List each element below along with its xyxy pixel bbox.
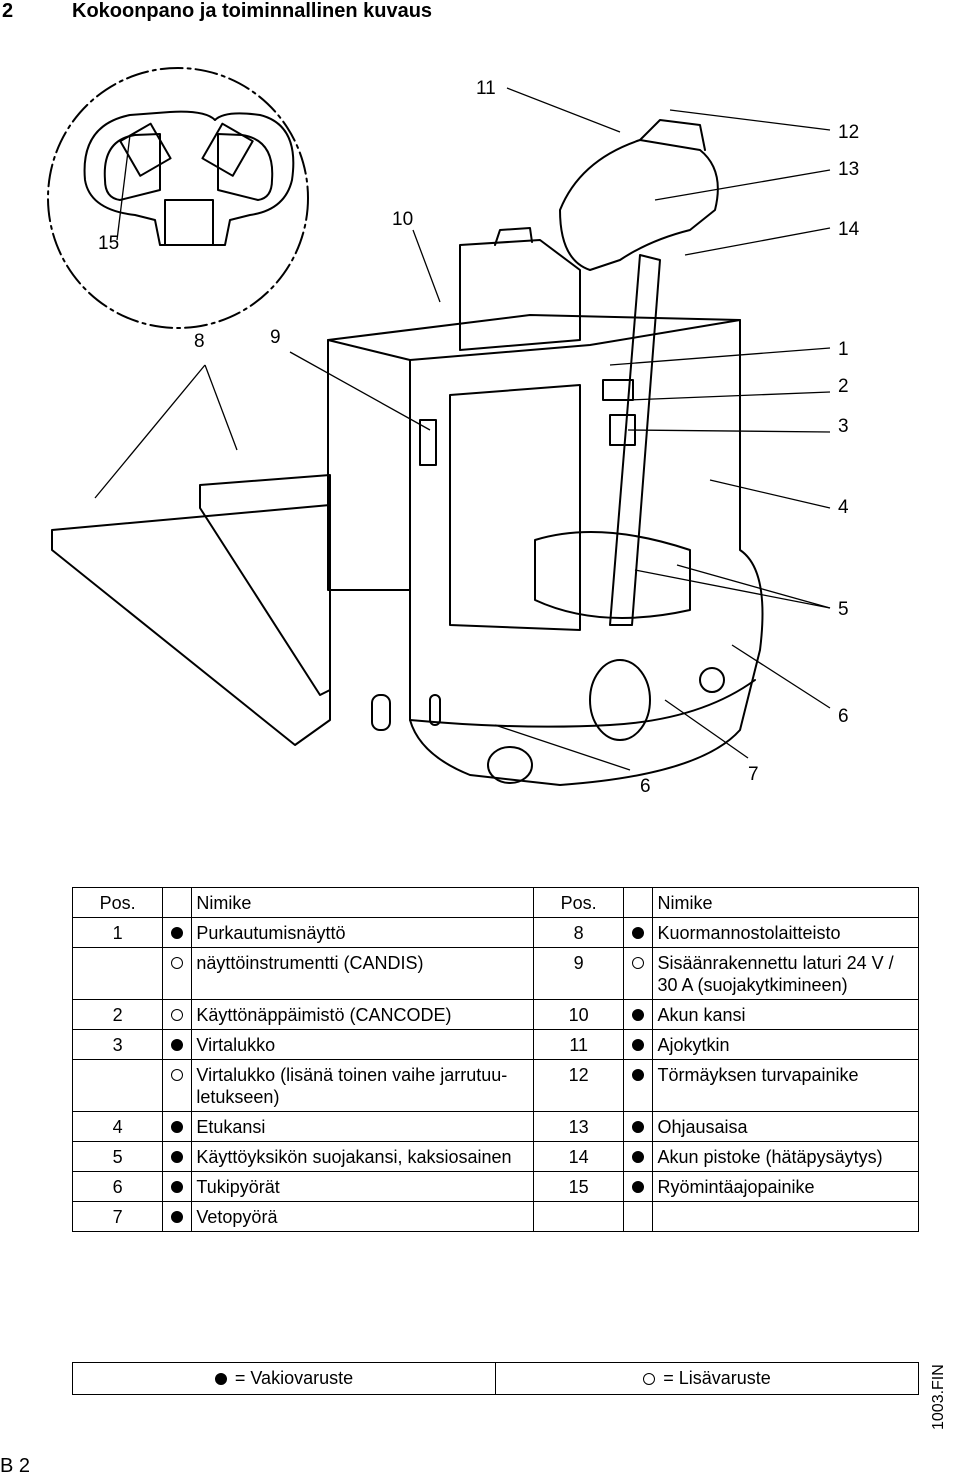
document-code: 1003.FIN [930, 1364, 947, 1430]
legend-standard: = Vakiovaruste [72, 1362, 496, 1395]
callout-3: 3 [838, 416, 849, 437]
callout-1: 1 [838, 339, 849, 360]
table-row: näyttöinstrumentti (CANDIS) 9 Sisäänrake… [71, 947, 919, 1000]
callout-6-bottom: 6 [640, 776, 651, 797]
support-wheel [487, 746, 533, 784]
callout-14: 14 [838, 219, 860, 240]
parts-table: Pos. Nimike Pos. Nimike 1 Purkautumisnäy… [71, 887, 919, 1232]
standard-dot-icon [171, 927, 184, 939]
callout-10: 10 [392, 209, 413, 230]
truck-illustration: 11 12 13 10 14 15 8 9 1 2 3 4 5 6 6 7 [47, 67, 860, 797]
table-row: 5 Käyttöyksikön suojakansi, kaksiosainen… [71, 1141, 919, 1172]
standard-dot-icon [214, 1373, 227, 1385]
standard-dot-icon [632, 1009, 645, 1021]
callout-7: 7 [748, 764, 759, 785]
standard-dot-icon [171, 1211, 184, 1223]
standard-dot-icon [171, 1039, 184, 1051]
optional-circle-icon [643, 1373, 656, 1385]
tiller-arm [609, 254, 661, 626]
table-row: 7 Vetopyörä [71, 1201, 919, 1232]
detail-handle [83, 110, 295, 246]
table-row: Virtalukko (lisänä toinen vaihe jarrutuu… [71, 1059, 919, 1112]
standard-dot-icon [171, 1121, 184, 1133]
legend-table: = Vakiovaruste = Lisävaruste [72, 1362, 919, 1395]
optional-circle-icon [171, 957, 184, 969]
fork-left [51, 504, 331, 746]
col-name-left: Nimike [191, 887, 535, 918]
standard-dot-icon [632, 1069, 645, 1081]
callout-13: 13 [838, 159, 859, 180]
standard-dot-icon [171, 1151, 184, 1163]
standard-dot-icon [632, 1181, 645, 1193]
truck-body [327, 314, 764, 786]
battery-hood [459, 239, 581, 351]
table-row: 1 Purkautumisnäyttö 8 Kuormannostolaitte… [71, 917, 919, 948]
section-number: 2 [2, 0, 14, 22]
callout-12: 12 [838, 122, 859, 143]
callout-5: 5 [838, 599, 849, 620]
optional-circle-icon [632, 957, 645, 969]
tiller-head [559, 139, 719, 271]
standard-dot-icon [632, 927, 645, 939]
callout-8: 8 [194, 331, 205, 352]
section-title: Kokoonpano ja toiminnallinen kuvaus [72, 0, 433, 22]
callout-6-right: 6 [838, 706, 849, 727]
fork-right [199, 474, 331, 696]
page-number: B 2 [0, 1455, 31, 1477]
standard-dot-icon [632, 1039, 645, 1051]
table-header: Pos. Nimike Pos. Nimike [71, 887, 919, 918]
callout-15: 15 [98, 233, 119, 254]
table-row: 3 Virtalukko 11 Ajokytkin [71, 1029, 919, 1060]
optional-circle-icon [171, 1009, 184, 1021]
legend-optional: = Lisävaruste [495, 1362, 919, 1395]
standard-dot-icon [632, 1151, 645, 1163]
callout-11: 11 [476, 78, 496, 99]
col-pos-left: Pos. [71, 887, 164, 918]
table-row: 2 Käyttönäppäimistö (CANCODE) 10 Akun ka… [71, 999, 919, 1030]
table-row: 6 Tukipyörät 15 Ryömintäajopainike [71, 1171, 919, 1202]
callout-9: 9 [270, 327, 281, 348]
detail-circle [47, 67, 309, 329]
standard-dot-icon [632, 1121, 645, 1133]
callout-4: 4 [838, 497, 849, 518]
table-row: 4 Etukansi 13 Ohjausaisa [71, 1111, 919, 1142]
col-pos-right: Pos. [533, 887, 625, 918]
col-name-right: Nimike [652, 887, 919, 918]
standard-dot-icon [171, 1181, 184, 1193]
optional-circle-icon [171, 1069, 184, 1081]
callout-2: 2 [838, 376, 849, 397]
